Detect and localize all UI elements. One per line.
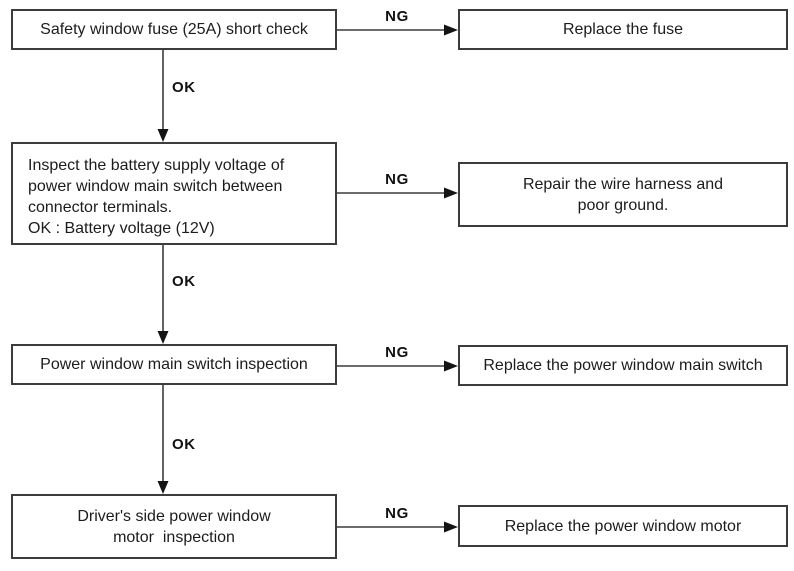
result-box-replace-fuse: Replace the fuse (458, 9, 788, 50)
ng-connector-2 (337, 187, 458, 199)
step-text-line: connector terminals. (28, 199, 173, 216)
step-box-fuse-check: Safety window fuse (25A) short check (11, 9, 337, 50)
ok-connector-2 (157, 245, 169, 344)
step-text: Safety window fuse (25A) short check (40, 21, 308, 38)
ng-connector-4 (337, 521, 458, 533)
step-text-line: motor inspection (113, 528, 235, 546)
ng-label-2: NG (385, 171, 409, 188)
ng-label-4: NG (385, 505, 409, 522)
ng-connector-3 (337, 360, 458, 372)
ng-label-1: NG (385, 8, 409, 25)
ok-label-3: OK (172, 436, 196, 453)
ng-connector-1 (337, 24, 458, 36)
result-text-line: poor ground. (577, 196, 669, 214)
step-text-line: OK : Battery voltage (12V) (28, 220, 215, 237)
ok-label-2: OK (172, 273, 196, 290)
ok-connector-1 (157, 50, 169, 142)
result-text-line: Repair the wire harness and (522, 175, 724, 193)
result-text: Replace the power window main switch (483, 357, 763, 374)
step-box-main-switch-inspection: Power window main switch inspection (11, 344, 337, 385)
ng-label-3: NG (385, 344, 409, 361)
step-box-battery-voltage: Inspect the battery supply voltage of po… (11, 142, 337, 245)
result-text: Replace the power window motor (504, 517, 742, 535)
step-text-line: Inspect the battery supply voltage of (28, 157, 285, 174)
ok-connector-3 (157, 385, 169, 494)
result-text: Replace the fuse (562, 21, 684, 38)
step-text-line: Driver's side power window (77, 507, 271, 525)
step-text: Power window main switch inspection (40, 356, 308, 373)
ok-label-1: OK (172, 79, 196, 96)
result-box-replace-motor: Replace the power window motor (458, 505, 788, 547)
result-box-replace-main-switch: Replace the power window main switch (458, 345, 788, 386)
result-box-repair-harness: Repair the wire harness and poor ground. (458, 162, 788, 227)
step-text-line: power window main switch between (28, 178, 283, 195)
step-box-motor-inspection: Driver's side power window motor inspect… (11, 494, 337, 559)
